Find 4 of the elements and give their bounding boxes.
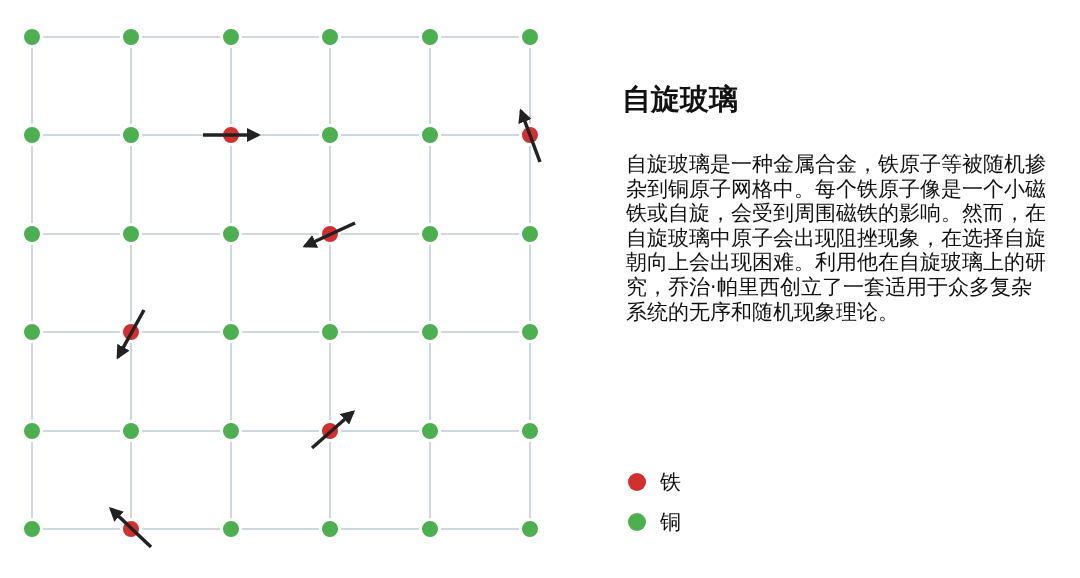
legend-label: 铁	[660, 469, 681, 496]
legend-label: 铜	[660, 509, 681, 536]
description-paragraph: 自旋玻璃是一种金属合金，铁原子等被随机掺杂到铜原子网格中。每个铁原子像是一个小磁铁或自旋，会受到周围磁铁的影响。然而，在自旋玻璃中原子会出现阻挫现象，在选择自旋朝向上会出现困难。利用他在自旋玻璃上的研究，乔治·帕里西创立了一套适用于众多复杂系统的无序和随机现象理论。	[626, 152, 1046, 325]
title: 自旋玻璃	[622, 81, 738, 118]
